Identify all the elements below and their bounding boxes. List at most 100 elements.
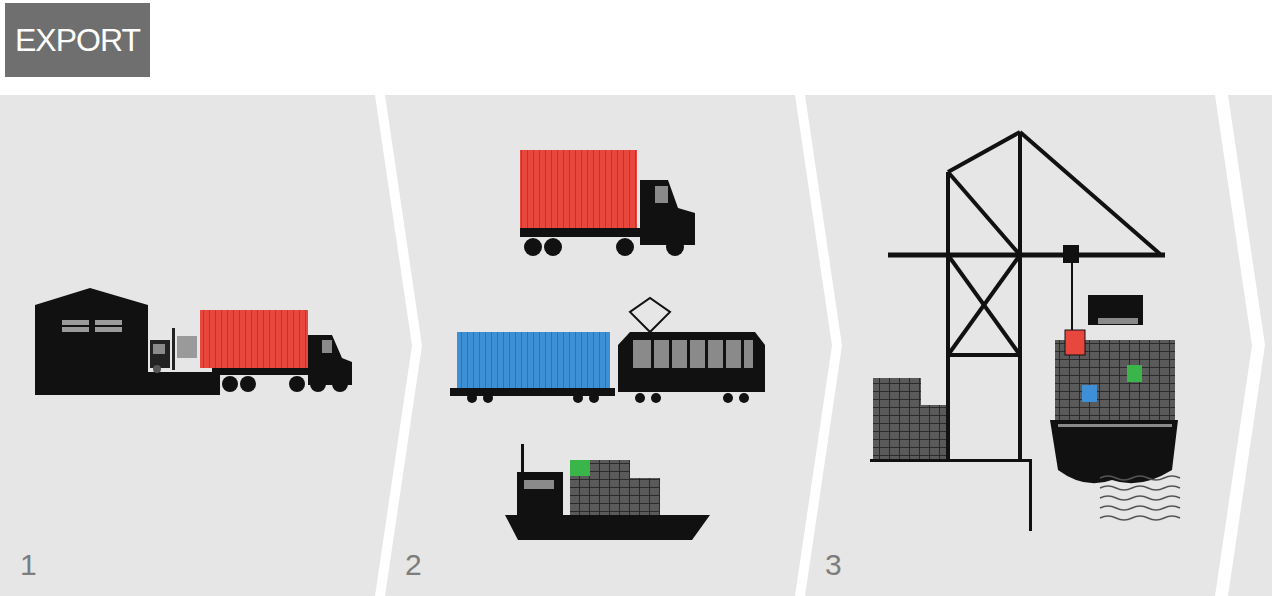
window-bar [95, 325, 122, 327]
ship-bridge [1088, 295, 1143, 325]
locomotive [618, 332, 765, 392]
step-number: 1 [20, 548, 37, 582]
container-stack [921, 405, 948, 460]
forklift-load [177, 336, 197, 358]
step-number: 2 [405, 548, 422, 582]
title-box: EXPORT [5, 3, 150, 77]
wave [1100, 486, 1180, 490]
truck-window [655, 186, 668, 203]
quay [870, 459, 1032, 462]
ship-hull [1050, 420, 1178, 483]
trailer-chassis [520, 228, 692, 237]
crane-beam [948, 353, 1020, 357]
crane-brace [948, 132, 1020, 172]
wheel [467, 393, 477, 403]
step-number: 3 [825, 548, 842, 582]
blue-container [1082, 385, 1097, 402]
quay-wall [1029, 459, 1032, 531]
wheel [524, 238, 542, 256]
barge-cabin [517, 472, 563, 515]
crane-leg [946, 172, 950, 460]
step-chevron: 3 [805, 95, 1252, 596]
chevron-outline [385, 95, 832, 596]
crane-cable [1071, 262, 1073, 330]
blue-container [457, 332, 610, 388]
chevron-outline [0, 95, 412, 596]
wheel [739, 393, 749, 403]
wheel [240, 376, 256, 392]
chevron-fill [385, 95, 832, 596]
warehouse [35, 288, 148, 395]
warehouse-window [62, 320, 89, 332]
crane-stay [1020, 132, 1160, 254]
crane-brace [948, 255, 1020, 355]
wheel [666, 238, 684, 256]
wheel [635, 393, 645, 403]
step-chevron: 1 [0, 95, 412, 596]
container-stack [873, 378, 921, 460]
forklift-mast [172, 328, 175, 370]
wheel [589, 393, 599, 403]
green-container [570, 460, 590, 476]
trailer-chassis [212, 368, 320, 375]
loading-dock [35, 372, 220, 395]
truck-cab [308, 335, 352, 385]
window-bar [669, 340, 672, 368]
next-chevron [1228, 95, 1272, 596]
wheel [222, 376, 238, 392]
chevron-outline [805, 95, 1252, 596]
window-bar [723, 340, 726, 368]
crane-leg [1018, 132, 1022, 460]
wave [1100, 506, 1180, 510]
wheel [723, 393, 733, 403]
chevron-fill [0, 95, 412, 596]
container-stack [1055, 340, 1175, 420]
window-bar [741, 340, 744, 368]
window-bar [62, 325, 89, 327]
green-container [1127, 365, 1142, 382]
crane-brace [948, 255, 1020, 355]
hull-stripe [1058, 424, 1172, 427]
crane-brace [948, 172, 1020, 255]
wheel [544, 238, 562, 256]
crane-boom [888, 253, 1165, 258]
wheel [573, 393, 583, 403]
cabin-window [524, 480, 554, 489]
crane-trolley [1063, 245, 1079, 263]
truck-cab [640, 180, 695, 245]
wave [1100, 476, 1180, 480]
container-stack [630, 478, 660, 515]
flatcar [450, 388, 615, 396]
window-bar [687, 340, 690, 368]
red-container [1065, 330, 1085, 355]
red-container [200, 310, 308, 368]
wave [1100, 516, 1180, 520]
wheel [289, 376, 305, 392]
wheel [332, 376, 348, 392]
bridge-window [1098, 318, 1138, 324]
container-stack [570, 460, 630, 515]
window-bar [651, 340, 654, 368]
barge-mast [521, 444, 524, 472]
chevron-fill [805, 95, 1252, 596]
forklift-cab [153, 344, 165, 354]
diagram-title: EXPORT [15, 22, 140, 59]
locomotive-windows [633, 340, 753, 368]
wheel [483, 393, 493, 403]
forklift-body [150, 340, 170, 368]
wheel [616, 238, 634, 256]
step-chevron: 2 [385, 95, 832, 596]
red-container [520, 150, 637, 228]
gantry-crane [888, 132, 1165, 460]
barge-hull [505, 515, 710, 540]
wheel [651, 393, 661, 403]
wheel [310, 376, 326, 392]
wave [1100, 496, 1180, 500]
truck-window [322, 340, 332, 353]
forklift-wheel [153, 365, 161, 373]
pantograph [630, 298, 670, 332]
window-bar [705, 340, 708, 368]
warehouse-window [95, 320, 122, 332]
water-waves [1100, 476, 1180, 520]
